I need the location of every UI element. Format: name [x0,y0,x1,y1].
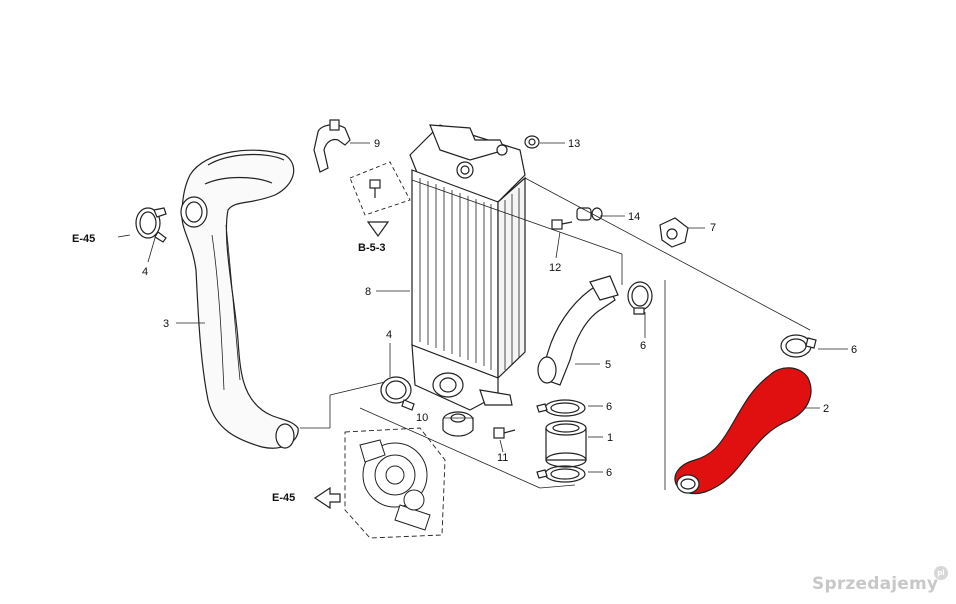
sleeve-part-1 [545,420,587,468]
clamp-part-6-d [536,465,586,483]
ref-e45-bottom: E-45 [272,492,296,504]
callout-14: 14 [628,211,641,223]
small-bolt-top [369,179,381,198]
bolt-box-top [349,161,411,216]
callout-6-b: 6 [851,344,858,356]
pipe-part-5 [537,275,619,386]
clamp-part-6-b [780,334,817,358]
turbocharger [359,439,431,531]
hose-part-3 [180,149,299,449]
callout-4-top: 4 [142,266,149,278]
bolt-part-12 [551,219,573,230]
callout-3: 3 [163,318,170,330]
callout-13: 13 [568,138,581,150]
bracket-part-7 [659,217,689,248]
callout-7: 7 [710,222,717,234]
clamp-part-4-center [380,376,415,411]
ref-e45-top: E-45 [72,233,96,245]
callout-5: 5 [605,359,612,371]
turbo-box [344,427,446,539]
callout-6-a: 6 [640,340,647,352]
callout-6-d: 6 [606,467,613,479]
clamp-part-6-c [536,399,586,417]
ref-b53: B-5-3 [358,242,386,254]
callout-11: 11 [497,452,509,464]
callout-6-c: 6 [606,401,613,413]
hose-part-2-highlighted [674,367,812,495]
arrow-left-icon [313,486,341,510]
cap-part-10 [442,411,474,437]
grommet-part-14 [576,207,603,221]
callout-8: 8 [365,286,372,298]
bolt-part-11 [493,427,516,439]
leader-lines [117,142,848,490]
clamp-part-4-top [135,207,167,243]
callout-2: 2 [823,403,830,415]
bracket-part-9 [313,119,351,173]
nut-part-13 [524,135,540,149]
watermark-badge: pl [934,566,948,580]
callout-12: 12 [549,262,562,274]
clamp-part-6-a [627,281,653,315]
callout-9: 9 [374,138,381,150]
arrow-down-icon [366,221,390,238]
callout-1: 1 [607,432,614,444]
watermark-text: Sprzedajemy [812,574,939,594]
callout-4-center: 4 [386,329,393,341]
intercooler-part-8 [409,124,526,411]
callout-10: 10 [416,412,429,424]
